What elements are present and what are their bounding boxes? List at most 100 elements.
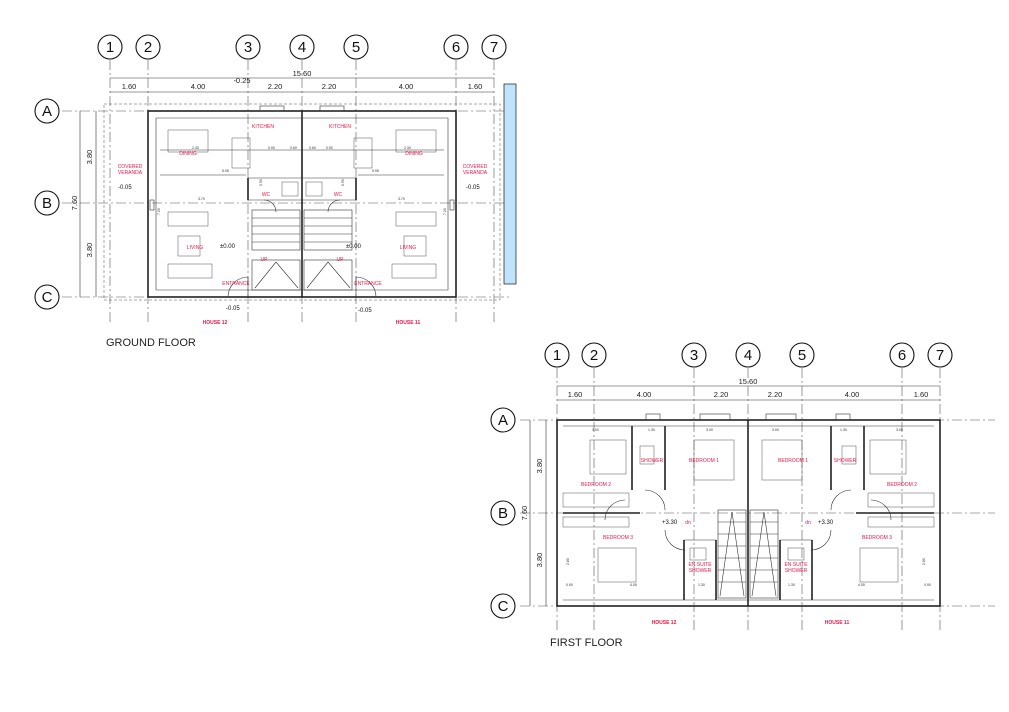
f-sdim-j: 4.05 <box>858 583 865 587</box>
g-living-right: LIVING <box>400 245 417 251</box>
g-sdim-g: 5.95 <box>222 169 229 173</box>
f-shower-right: SHOWER <box>834 458 857 464</box>
g-kitchen-right: KITCHEN <box>329 124 351 130</box>
g-level-living-right: ±0.00 <box>346 244 362 250</box>
f-sdim-m: 1.30 <box>698 583 705 587</box>
f-sdim-d: 3.00 <box>772 428 779 432</box>
g-sdim-n: 0.90 <box>341 179 345 186</box>
ground-levels: -0.05 -0.05 ±0.00 ±0.00 -0.05 -0.05 <box>118 185 480 314</box>
f-level-landing-left: +3.30 <box>662 520 678 526</box>
g-sdim-k: 7.20 <box>157 208 161 215</box>
g-living-left: LIVING <box>187 245 204 251</box>
g-sdim-b: 0.90 <box>268 146 275 150</box>
f-house-left: HOUSE 12 <box>652 620 677 626</box>
f-sdim-c: 3.00 <box>706 428 713 432</box>
first-row-c: C <box>498 598 509 615</box>
ground-vdim-lower: 3.80 <box>85 243 94 258</box>
g-sdim-l: 7.20 <box>443 208 447 215</box>
pool <box>503 83 517 285</box>
f-sdim-l: 0.90 <box>924 583 931 587</box>
ground-grid-rows <box>62 110 510 298</box>
ground-bay-1: 1.60 <box>122 82 137 91</box>
g-house-right: HOUSE 11 <box>396 320 421 326</box>
f-sdim-f: 3.00 <box>896 428 903 432</box>
g-sdim-i: 3.70 <box>198 197 205 201</box>
first-row-b: B <box>498 505 508 522</box>
first-vdim-upper: 3.80 <box>535 459 544 474</box>
g-level-veranda-right: -0.05 <box>466 185 480 191</box>
first-walls <box>556 413 941 607</box>
first-top-dimensions: 15.60 1.60 4.00 2.20 2.20 4.00 1.60 <box>557 377 940 401</box>
first-bay-6: 1.60 <box>914 390 929 399</box>
f-ensuite-right-1: EN SUITE <box>784 562 808 568</box>
g-dining-right: DINING <box>405 151 423 157</box>
g-wc-right: WC <box>334 192 343 198</box>
g-wc-left: WC <box>262 192 271 198</box>
ground-overall-dim: 15.60 <box>293 69 312 78</box>
first-overall-dim: 15.60 <box>739 377 758 386</box>
f-bed3-right: BEDROOM 3 <box>862 535 892 541</box>
first-room-labels: BEDROOM 2 BEDROOM 2 SHOWER SHOWER BEDROO… <box>581 458 917 574</box>
ground-column-bubbles: 1 2 3 4 5 6 7 <box>97 34 507 60</box>
g-entrance-right: ENTRANCE <box>354 281 382 287</box>
g-sdim-h: 5.95 <box>372 169 379 173</box>
f-house-right: HOUSE 11 <box>825 620 850 626</box>
g-veranda-right-1: COVERED <box>463 164 488 170</box>
f-bed1-left: BEDROOM 1 <box>689 458 719 464</box>
g-sdim-m: 0.90 <box>259 179 263 186</box>
first-col-3: 3 <box>690 347 698 364</box>
first-bay-2: 4.00 <box>637 390 652 399</box>
ground-room-labels: KITCHEN KITCHEN DINING DINING COVERED VE… <box>118 124 488 287</box>
g-veranda-right-2: VERANDA <box>463 170 488 176</box>
f-sdim-g: 2.80 <box>566 558 570 565</box>
first-row-bubbles: A B C <box>490 407 516 619</box>
ground-row-c: C <box>42 289 53 306</box>
ground-walls <box>147 105 457 298</box>
first-column-bubbles: 1 2 3 4 5 6 7 <box>544 342 953 368</box>
ground-bay-3: 2.20 <box>268 82 283 91</box>
f-sdim-n: 1.30 <box>788 583 795 587</box>
f-sdim-e: 1.30 <box>840 428 847 432</box>
g-sdim-c: 0.60 <box>290 146 297 150</box>
f-bed2-left: BEDROOM 2 <box>581 482 611 488</box>
f-bed2-right: BEDROOM 2 <box>887 482 917 488</box>
g-level-entry-left: -0.05 <box>226 306 240 312</box>
f-dn-right: dn <box>805 520 811 526</box>
first-bay-4: 2.20 <box>768 390 783 399</box>
ground-offset-note: -0.25 <box>233 76 250 85</box>
g-sdim-e: 0.90 <box>326 146 333 150</box>
g-up-right: UP <box>337 257 345 263</box>
ground-bay-6: 1.60 <box>468 82 483 91</box>
ground-col-1: 1 <box>106 39 114 56</box>
first-side-dimensions: 3.80 7.60 3.80 <box>520 420 547 606</box>
ground-bay-2: 4.00 <box>191 82 206 91</box>
f-shower-left: SHOWER <box>641 458 664 464</box>
g-level-living-left: ±0.00 <box>220 244 236 250</box>
f-ensuite-left-1: EN SUITE <box>688 562 712 568</box>
first-bay-3: 2.20 <box>714 390 729 399</box>
first-row-a: A <box>498 412 508 429</box>
ground-row-a: A <box>42 103 52 120</box>
ground-vdim-upper: 3.80 <box>85 150 94 165</box>
ground-bay-5: 4.00 <box>399 82 414 91</box>
first-floor-title: FIRST FLOOR <box>550 637 623 649</box>
ground-vdim-total: 7.60 <box>70 196 79 211</box>
f-ensuite-right-2: SHOWER <box>785 568 808 574</box>
f-sdim-h: 2.80 <box>922 558 926 565</box>
ground-col-2: 2 <box>144 39 152 56</box>
ground-top-dimensions: 15.60 -0.25 1.60 4.00 2.20 2.20 4.00 1.6… <box>110 69 494 93</box>
g-level-entry-right: -0.05 <box>358 308 372 314</box>
ground-col-6: 6 <box>452 39 460 56</box>
ground-furniture <box>160 129 444 279</box>
first-col-6: 6 <box>898 347 906 364</box>
f-bed3-left: BEDROOM 3 <box>603 535 633 541</box>
g-veranda-left-2: VERANDA <box>118 170 143 176</box>
first-col-7: 7 <box>936 347 944 364</box>
first-vdim-total: 7.60 <box>520 506 529 521</box>
first-col-2: 2 <box>590 347 598 364</box>
f-level-landing-right: +3.30 <box>818 520 834 526</box>
g-entrance-left: ENTRANCE <box>222 281 250 287</box>
ground-col-7: 7 <box>490 39 498 56</box>
f-sdim-b: 1.30 <box>648 428 655 432</box>
